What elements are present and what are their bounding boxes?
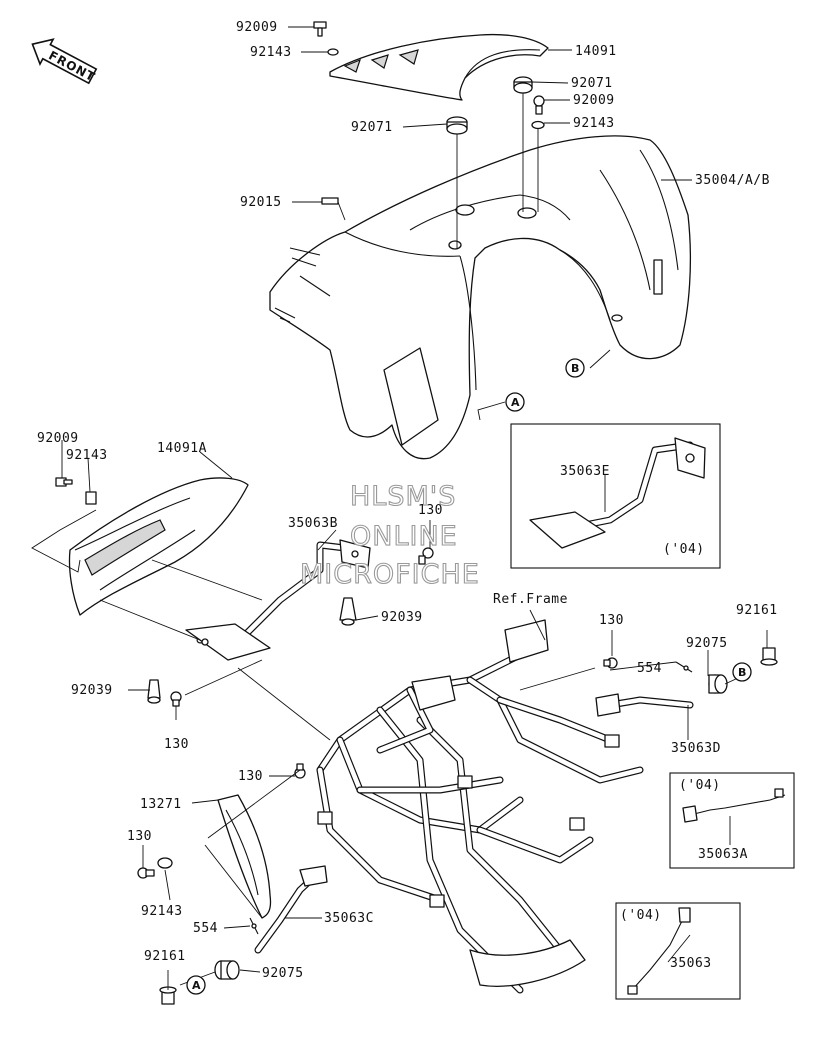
variant-04-box-35063A	[669, 772, 795, 869]
grommet-92071-right-icon	[513, 76, 533, 94]
side-cover-14091A	[68, 477, 249, 616]
svg-text:B: B	[571, 362, 579, 375]
callout-130-frame: 130	[238, 769, 263, 784]
pin-554-right-icon	[675, 661, 693, 673]
callout-labels: 92009 92143 14091 92071 92009 92143 9207…	[37, 20, 778, 981]
callout-35063E: 35063E	[560, 464, 610, 479]
clip-92015-icon	[321, 197, 339, 205]
callout-ref-frame: Ref.Frame	[493, 592, 568, 607]
rear-fender-35004	[269, 135, 692, 460]
bracket-35063B	[185, 539, 371, 661]
callout-92071-left: 92071	[351, 120, 393, 135]
pin-554-lower-icon	[249, 917, 259, 935]
callout-14091: 14091	[575, 44, 617, 59]
callout-35063A: 35063A	[698, 847, 748, 862]
bolt-92009-right-icon	[533, 95, 545, 115]
grommet-92075-right-icon	[708, 674, 728, 694]
callout-130-upper: 130	[418, 503, 443, 518]
callout-35063B: 35063B	[288, 516, 338, 531]
bolt-130-lower-icon	[137, 867, 155, 879]
callout-92009-left: 92009	[37, 431, 79, 446]
cover-14091	[329, 33, 549, 101]
callout-92075-right: 92075	[686, 636, 728, 651]
callout-554-right: 554	[637, 661, 662, 676]
watermark-line-2: ONLINE	[350, 521, 458, 552]
bolt-130-right-icon	[603, 657, 618, 669]
grommet-92071-left-icon	[446, 116, 468, 135]
grommet-92075-lower-icon	[214, 960, 240, 980]
callout-92009-top: 92009	[236, 20, 278, 35]
watermark: HLSM'S ONLINE MICROFICHE	[299, 480, 480, 590]
callout-554-lower: 554	[193, 921, 218, 936]
front-arrow-icon: FRONT	[31, 38, 98, 84]
ref-circle-B-upper: B	[565, 358, 585, 378]
callout-13271: 13271	[140, 797, 182, 812]
watermark-line-3: MICROFICHE	[300, 559, 480, 590]
svg-text:A: A	[511, 396, 520, 409]
washer-92143-lower-icon	[157, 857, 173, 869]
callout-04-box2: ('04)	[679, 778, 721, 793]
bushing-92161-right-icon	[760, 647, 778, 666]
washer-92143-left-icon	[85, 491, 97, 505]
bracket-35063A	[682, 788, 786, 823]
callout-92143-right: 92143	[573, 116, 615, 131]
callout-92039-left: 92039	[71, 683, 113, 698]
bolt-130-frame-icon	[294, 763, 306, 779]
callout-92143-left: 92143	[66, 448, 108, 463]
svg-text:A: A	[192, 979, 201, 992]
callout-04-box3: ('04)	[620, 908, 662, 923]
watermark-line-1: HLSM'S	[350, 481, 456, 512]
callout-92143-lower: 92143	[141, 904, 183, 919]
callout-35063: 35063	[670, 956, 712, 971]
ref-circle-B-lower: B	[732, 662, 752, 682]
callout-14091A: 14091A	[157, 441, 207, 456]
washer-92143-right-icon	[531, 120, 545, 130]
clip-92039-right-icon	[339, 597, 357, 626]
callout-92071-right: 92071	[571, 76, 613, 91]
bolt-130-upper-icon	[418, 547, 434, 565]
callout-92039-right: 92039	[381, 610, 423, 625]
svg-text:B: B	[738, 666, 746, 679]
clip-92039-left-icon	[147, 679, 161, 704]
washer-92143-top-icon	[327, 48, 339, 56]
bolt-130-mid-icon	[170, 691, 182, 707]
bracket-35063C	[254, 865, 328, 954]
callout-04-box1: ('04)	[663, 542, 705, 557]
callout-130-lower: 130	[127, 829, 152, 844]
ref-circle-A-upper: A	[505, 392, 525, 412]
panel-13271	[217, 794, 272, 919]
callout-92143-top: 92143	[250, 45, 292, 60]
bracket-35063E	[529, 437, 706, 549]
variant-04-box-35063E	[510, 423, 721, 569]
callout-130-mid: 130	[164, 737, 189, 752]
bolt-92009-left-icon	[55, 477, 73, 487]
frame	[316, 619, 644, 994]
bolt-92009-top-icon	[313, 21, 327, 37]
callout-35063D: 35063D	[671, 741, 721, 756]
bracket-35063D	[595, 693, 694, 717]
bracket-35063	[627, 907, 691, 995]
callout-92161-lower: 92161	[144, 949, 186, 964]
callout-92161-right: 92161	[736, 603, 778, 618]
variant-04-box-35063	[615, 902, 741, 1000]
ref-circle-A-lower: A	[186, 975, 206, 995]
callout-92009-right: 92009	[573, 93, 615, 108]
callout-92015: 92015	[240, 195, 282, 210]
callout-35063C: 35063C	[324, 911, 374, 926]
callout-92075-lower: 92075	[262, 966, 304, 981]
callout-130-right: 130	[599, 613, 624, 628]
callout-35004: 35004/A/B	[695, 173, 770, 188]
